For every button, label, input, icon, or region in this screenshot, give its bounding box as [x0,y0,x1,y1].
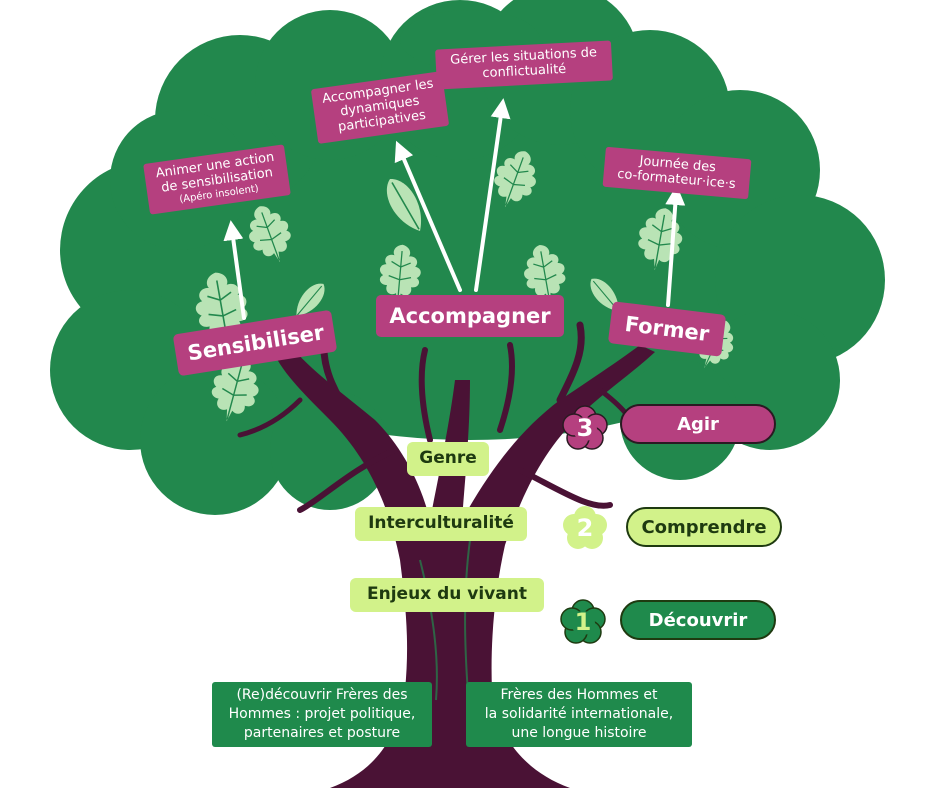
objective-conflictualite-line2: conflictualité [482,61,567,82]
theme-interculturalite-label: Interculturalité [368,513,514,533]
root-right-line1: Frères des Hommes et [500,687,658,703]
level-1-number: 1 [574,608,592,636]
level-2-flower-icon [563,506,607,549]
level-3-number: 3 [576,414,594,442]
level-comprendre-pill: Comprendre [626,507,782,547]
theme-genre: Genre [407,442,489,476]
theme-interculturalite: Interculturalité [355,507,527,541]
action-accompagner: Accompagner [376,295,564,338]
theme-enjeux: Enjeux du vivant [350,578,544,612]
action-former-label: Former [623,311,711,347]
root-left-line1: (Re)découvrir Frères des [236,687,408,703]
theme-genre-label: Genre [419,448,477,468]
level-3-flower-icon [562,405,608,450]
root-left-label: (Re)découvrir Frères des Hommes : projet… [212,682,432,747]
theme-enjeux-label: Enjeux du vivant [367,584,527,604]
level-decouvrir-pill: Découvrir [620,600,776,640]
level-decouvrir-label: Découvrir [648,609,748,631]
root-left-line2: Hommes : projet politique, [228,705,416,722]
level-2-number: 2 [576,514,594,542]
action-accompagner-label: Accompagner [389,304,551,328]
root-left-line3: partenaires et posture [243,724,401,741]
level-1-flower-icon [560,599,606,644]
arrow-sensibiliser [223,220,246,320]
level-agir-label: Agir [677,413,719,435]
tree-trunk [237,321,655,788]
arrow-dynamiques [394,140,462,292]
root-right-line3: une longue histoire [511,724,647,741]
arrow-conflictualite [474,98,511,292]
level-comprendre-label: Comprendre [641,516,767,538]
root-right-label: Frères des Hommes et la solidarité inter… [466,682,692,747]
level-agir-pill: Agir [620,404,776,444]
root-right-line2: la solidarité internationale, [484,705,674,722]
arrow-former [665,185,686,307]
arrows [223,98,686,320]
